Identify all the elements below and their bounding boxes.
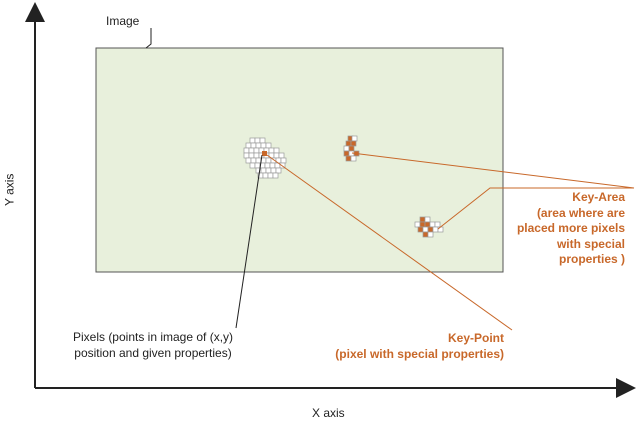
pixel-cell <box>348 145 355 152</box>
pixels-pointer-line <box>235 154 263 329</box>
image-rectangle <box>95 47 504 273</box>
image-label: Image <box>106 14 140 28</box>
pixel-cell <box>243 152 250 159</box>
image-callout-line <box>145 28 152 49</box>
pixel-cell <box>432 226 439 233</box>
pixel-cell <box>422 226 429 233</box>
x-axis-label: X axis <box>312 406 345 420</box>
pixel-cell <box>254 137 261 144</box>
pixel-cell <box>273 152 280 159</box>
key-area-line-1: (area where are <box>536 205 625 220</box>
pixel-cell <box>350 140 357 147</box>
pixel-cell <box>253 152 260 159</box>
pixel-cell <box>419 216 426 223</box>
pixel-cell <box>265 157 272 164</box>
pixel-cell <box>260 167 267 174</box>
pixel-cell <box>255 157 262 164</box>
pixel-cell <box>268 147 275 154</box>
y-axis-label: Y axis <box>2 173 17 207</box>
pixel-cell <box>249 162 256 169</box>
key-area-title: Key-Area <box>572 190 625 204</box>
key-area-line-4: properties ) <box>558 252 625 267</box>
key-point-pixel <box>262 151 267 156</box>
pixel-cell <box>267 172 274 179</box>
pixels-line-2: position and given properties) <box>74 345 232 360</box>
pixel-cell <box>343 150 350 157</box>
pixel-cell <box>255 142 262 149</box>
key-area-description: Key-Area (area where are placed more pix… <box>490 190 625 268</box>
pixel-cell <box>249 137 256 144</box>
key-area-cluster-bottom <box>414 216 444 238</box>
key-point-line-1: (pixel with special properties) <box>335 346 504 361</box>
pixel-cell <box>437 226 444 233</box>
pixel-cell <box>250 157 257 164</box>
key-area-line-2: placed more pixels <box>516 221 625 236</box>
pixel-cell <box>269 162 276 169</box>
pixel-cell <box>275 167 282 174</box>
pixel-cell <box>264 162 271 169</box>
key-area-line-3: with special <box>556 236 625 251</box>
pixel-cell <box>253 147 260 154</box>
pixel-cell <box>265 142 272 149</box>
pixel-cell <box>259 137 266 144</box>
keyarea-pointer-line <box>351 152 635 230</box>
pixel-cell <box>278 152 285 159</box>
pixels-line-1: Pixels (points in image of (x,y) <box>72 330 234 344</box>
pixel-cell <box>280 157 287 164</box>
pixel-cell <box>254 162 261 169</box>
pixel-cell <box>422 231 429 238</box>
pixel-cell <box>273 147 280 154</box>
keypoint-pointer-line <box>266 154 513 331</box>
pixel-cell <box>248 147 255 154</box>
pixel-cell <box>417 226 424 233</box>
pixel-cell <box>434 221 441 228</box>
pixel-cell <box>351 135 358 142</box>
pixel-cell <box>248 152 255 159</box>
pixel-cell <box>414 221 421 228</box>
pixel-cell <box>427 231 434 238</box>
pixel-cell <box>250 142 257 149</box>
pixel-cell <box>245 157 252 164</box>
key-point-description: Key-Point (pixel with special properties… <box>300 331 504 362</box>
pixel-cell <box>265 167 272 174</box>
pixel-cell <box>429 221 436 228</box>
pixel-cell <box>350 155 357 162</box>
pixel-cell <box>262 172 269 179</box>
pixel-cell <box>270 167 277 174</box>
pixels-description: Pixels (points in image of (x,y) positio… <box>48 330 258 361</box>
pixel-cell <box>272 172 279 179</box>
pixel-cell <box>243 147 250 154</box>
pixel-cell <box>424 216 431 223</box>
pixel-cell <box>343 145 350 152</box>
key-point-title: Key-Point <box>447 331 504 345</box>
pixel-cell <box>260 142 267 149</box>
pixel-cell <box>345 140 352 147</box>
pixel-cell <box>245 142 252 149</box>
pixel-cell <box>424 221 431 228</box>
pixel-cell <box>419 221 426 228</box>
pixel-cell <box>345 155 352 162</box>
pixel-cell <box>427 226 434 233</box>
